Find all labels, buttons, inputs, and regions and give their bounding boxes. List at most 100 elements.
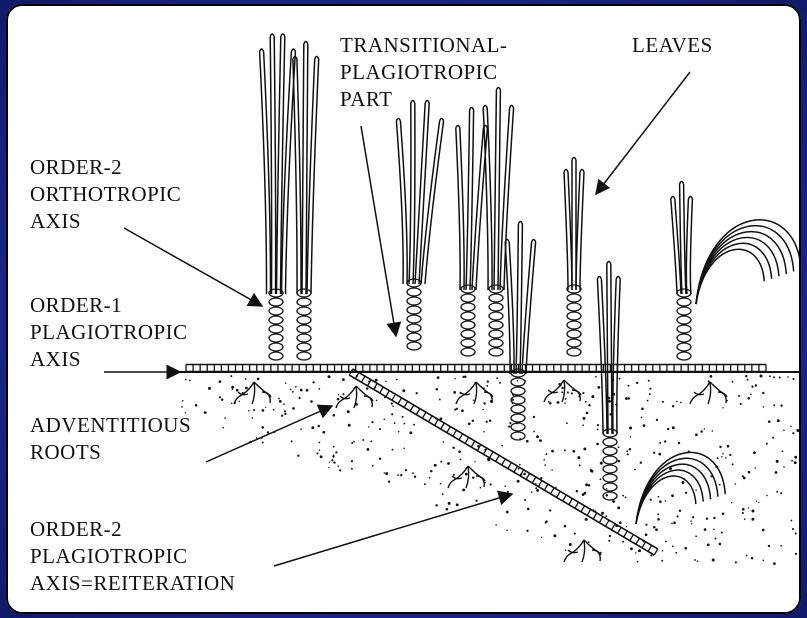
soil-speck	[565, 398, 567, 400]
soil-speck	[319, 442, 321, 444]
soil-speck	[337, 398, 340, 401]
shoot-base-ring	[461, 321, 475, 329]
soil-speck	[732, 381, 734, 383]
shoot-5	[564, 158, 584, 357]
soil-speck	[412, 472, 414, 474]
label-line: ORDER-2	[30, 154, 181, 181]
soil-speck	[704, 528, 707, 531]
leaf-blade-tip	[564, 170, 568, 173]
soil-speck	[329, 461, 331, 463]
soil-speck	[595, 376, 597, 378]
shoot-base-ring	[511, 414, 525, 422]
rhizome-node	[459, 434, 463, 440]
soil-speck	[353, 441, 355, 443]
soil-speck	[221, 398, 223, 400]
shoot-base-ring	[603, 483, 617, 491]
shoot-base-ring	[603, 492, 617, 500]
rhizome-node	[404, 401, 408, 407]
soil-speck	[541, 537, 542, 538]
soil-speck	[792, 432, 794, 434]
soil-speck	[181, 406, 183, 408]
soil-speck	[747, 397, 750, 400]
shoot-base-ring	[677, 343, 691, 351]
soil-speck	[333, 446, 335, 448]
soil-speck	[650, 554, 652, 556]
soil-speck	[608, 400, 611, 403]
soil-speck	[792, 378, 794, 380]
soil-speck	[700, 430, 703, 433]
soil-speck	[526, 530, 528, 532]
shoot-base-ring	[407, 333, 421, 341]
soil-speck	[585, 483, 588, 486]
soil-speck	[791, 520, 793, 522]
shoot-base-ring	[407, 288, 421, 296]
soil-speck	[526, 440, 529, 443]
soil-speck	[385, 472, 388, 475]
soil-speck	[769, 375, 771, 377]
shoot-base-ring	[461, 294, 475, 302]
soil-speck	[405, 469, 407, 471]
rhizome-node	[538, 481, 542, 487]
leaf-blade-edge	[302, 44, 304, 294]
soil-speck	[320, 455, 323, 458]
soil-speck	[446, 508, 449, 511]
rhizome-node	[587, 509, 591, 515]
curved-leaf	[696, 243, 772, 304]
soil-speck	[222, 427, 224, 429]
shoot-base-ring	[677, 316, 691, 324]
soil-speck	[474, 461, 475, 462]
root-strand	[718, 392, 727, 397]
soil-speck	[300, 428, 302, 430]
shoot-base-ring	[511, 423, 525, 431]
soil-speck	[790, 426, 792, 428]
soil-speck	[588, 541, 590, 543]
arrow-leaves	[596, 72, 690, 194]
soil-speck	[545, 522, 547, 524]
soil-speck	[248, 410, 249, 411]
leaf-blade-tip	[260, 49, 264, 52]
shoot-base-ring	[269, 307, 283, 315]
soil-speck	[284, 410, 286, 412]
rhizome-node	[435, 419, 439, 425]
rhizome-node	[599, 517, 603, 523]
shoot-base-ring	[567, 285, 581, 293]
shoot-base-ring	[461, 339, 475, 347]
soil-speck	[653, 526, 656, 529]
soil-speck	[404, 423, 406, 425]
soil-speck	[252, 417, 254, 419]
soil-speck	[284, 413, 286, 415]
soil-speck	[402, 416, 404, 418]
soil-speck	[328, 375, 331, 378]
soil-speck	[727, 445, 730, 448]
soil-speck	[742, 512, 744, 514]
soil-speck	[622, 495, 624, 497]
soil-speck	[319, 388, 321, 390]
soil-speck	[657, 513, 659, 515]
leaf-blade-edge	[277, 37, 281, 295]
root-cluster	[544, 380, 581, 402]
soil-speck	[317, 425, 320, 428]
soil-speck	[429, 477, 431, 479]
soil-speck	[722, 453, 724, 455]
soil-speck	[456, 503, 459, 506]
soil-speck	[482, 409, 483, 410]
soil-speck	[460, 459, 462, 461]
leaf-blade-tip	[616, 277, 620, 280]
soil-speck	[722, 407, 723, 408]
soil-speck	[339, 469, 341, 471]
soil-speck	[630, 436, 631, 437]
rhizome-node	[605, 520, 609, 526]
leaf-blade-tip	[572, 158, 576, 161]
shoot-base-ring	[603, 447, 617, 455]
soil-speck	[722, 513, 725, 516]
soil-speck	[403, 447, 405, 449]
curved-leaf	[696, 237, 779, 304]
soil-speck	[504, 485, 506, 487]
label-line: PLAGIOTROPIC	[340, 59, 507, 86]
shoot-base-ring	[489, 312, 503, 320]
leaf-blade-edge	[494, 90, 496, 290]
leaf-blade-edge	[505, 242, 510, 374]
soil-speck	[659, 442, 661, 444]
soil-speck	[475, 500, 477, 502]
soil-speck	[366, 387, 368, 389]
